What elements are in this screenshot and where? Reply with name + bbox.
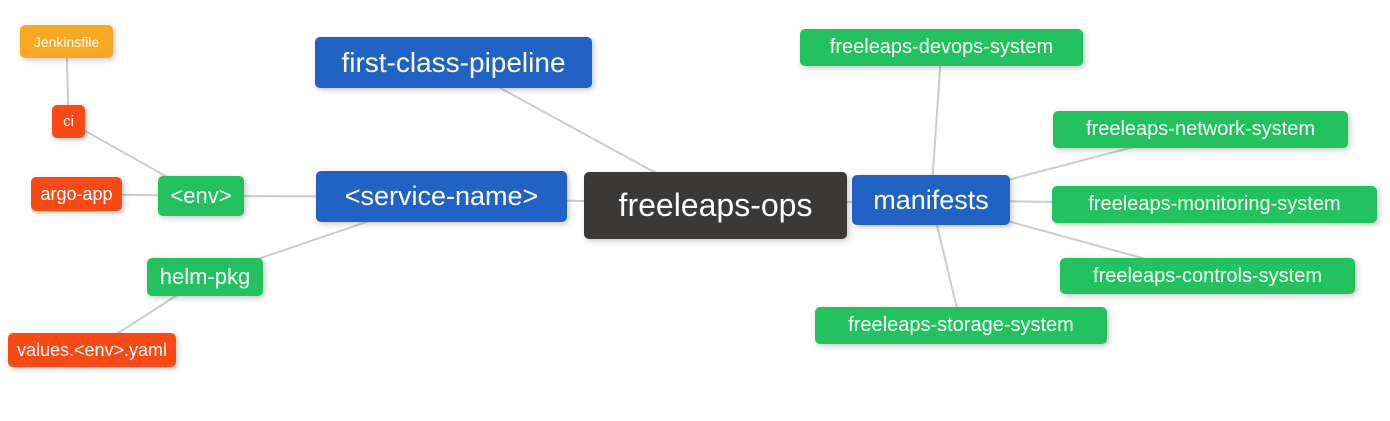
node-freeleaps-storage-system[interactable]: freeleaps-storage-system (815, 307, 1107, 344)
node-env[interactable]: <env> (158, 176, 244, 216)
node-first-class-pipeline[interactable]: first-class-pipeline (315, 37, 592, 88)
node-manifests[interactable]: manifests (852, 175, 1010, 225)
edge-manifests-freeleaps-devops-system (930, 47, 943, 201)
node-freeleaps-controls-system[interactable]: freeleaps-controls-system (1060, 258, 1355, 294)
node-values-env-yaml[interactable]: values.<env>.yaml (8, 333, 176, 367)
node-ci[interactable]: ci (52, 105, 85, 138)
node-service-name[interactable]: <service-name> (316, 171, 567, 222)
node-freeleaps-ops[interactable]: freeleaps-ops (584, 172, 847, 239)
node-freeleaps-monitoring-system[interactable]: freeleaps-monitoring-system (1052, 186, 1377, 223)
node-argo-app[interactable]: argo-app (31, 177, 122, 211)
node-freeleaps-devops-system[interactable]: freeleaps-devops-system (800, 29, 1083, 66)
node-helm-pkg[interactable]: helm-pkg (147, 258, 263, 296)
node-freeleaps-network-system[interactable]: freeleaps-network-system (1053, 111, 1348, 148)
node-jenkinsfile[interactable]: Jenkinsfile (20, 25, 113, 58)
